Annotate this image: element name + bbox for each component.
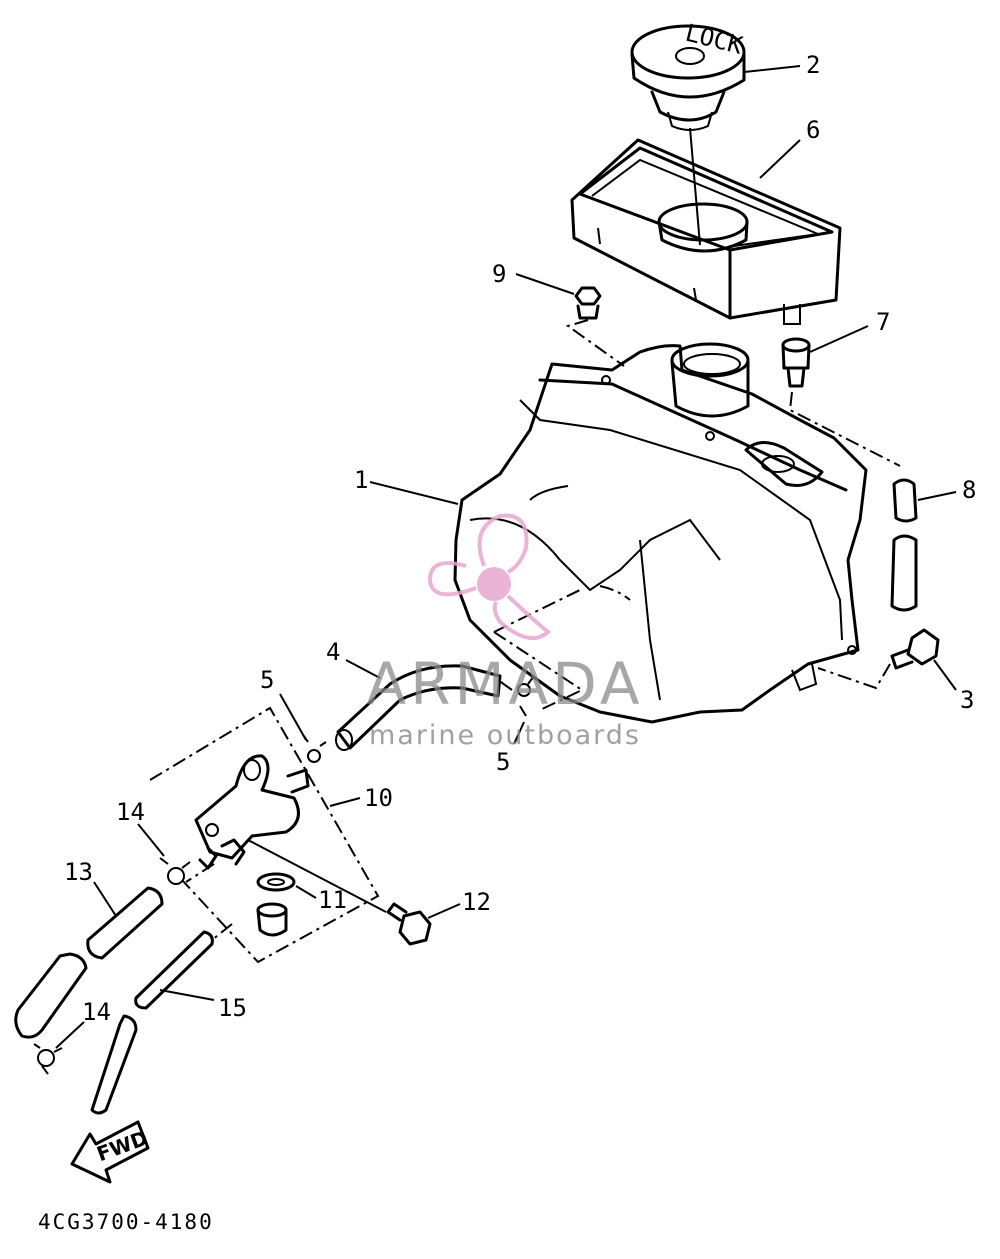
callout-5-right: 5: [496, 748, 510, 776]
callout-5-left: 5: [260, 666, 274, 694]
hose-clip-left[interactable]: [303, 735, 327, 763]
bolt-3[interactable]: [890, 628, 940, 670]
watermark-subtitle: marine outboards: [368, 720, 641, 751]
callout-13: 13: [64, 858, 93, 886]
callout-8: 8: [962, 476, 976, 504]
screw-12[interactable]: [386, 902, 432, 946]
callout-6: 6: [806, 116, 820, 144]
callout-1: 1: [354, 466, 368, 494]
fuel-hose[interactable]: [335, 664, 513, 751]
hose-clip-14-upper[interactable]: [159, 857, 191, 885]
washer[interactable]: [256, 872, 296, 892]
cap-lock-text: LOCK: [683, 19, 746, 60]
callout-14-upper: 14: [116, 798, 145, 826]
forward-arrow: [70, 1120, 150, 1184]
callout-2: 2: [806, 51, 820, 79]
callout-3: 3: [960, 686, 974, 714]
diagram-code: 4CG3700-4180: [38, 1210, 214, 1234]
nut[interactable]: [574, 286, 602, 320]
callout-9: 9: [492, 260, 506, 288]
callout-7: 7: [876, 308, 890, 336]
fuel-tank[interactable]: [453, 342, 868, 724]
fuel-cap[interactable]: LOCK: [630, 19, 746, 131]
hose-clip-14-lower[interactable]: [33, 1043, 63, 1075]
callout-15: 15: [218, 994, 247, 1022]
armada-logo-icon: [427, 513, 552, 641]
vent-hose[interactable]: [890, 478, 918, 612]
callout-12: 12: [462, 888, 491, 916]
hose-15[interactable]: [90, 930, 214, 1115]
tank-cover[interactable]: [570, 138, 842, 325]
hose-13[interactable]: [14, 886, 164, 1039]
vent-nipple[interactable]: [781, 337, 811, 388]
callout-14-lower: 14: [82, 998, 111, 1026]
callout-11: 11: [318, 886, 347, 914]
watermark-title: ARMADA: [366, 650, 644, 718]
fuel-cock[interactable]: [194, 754, 310, 870]
hose-clip-right[interactable]: [517, 675, 535, 717]
callout-4: 4: [326, 638, 340, 666]
callout-10: 10: [364, 784, 393, 812]
strainer-cup[interactable]: [256, 902, 288, 937]
